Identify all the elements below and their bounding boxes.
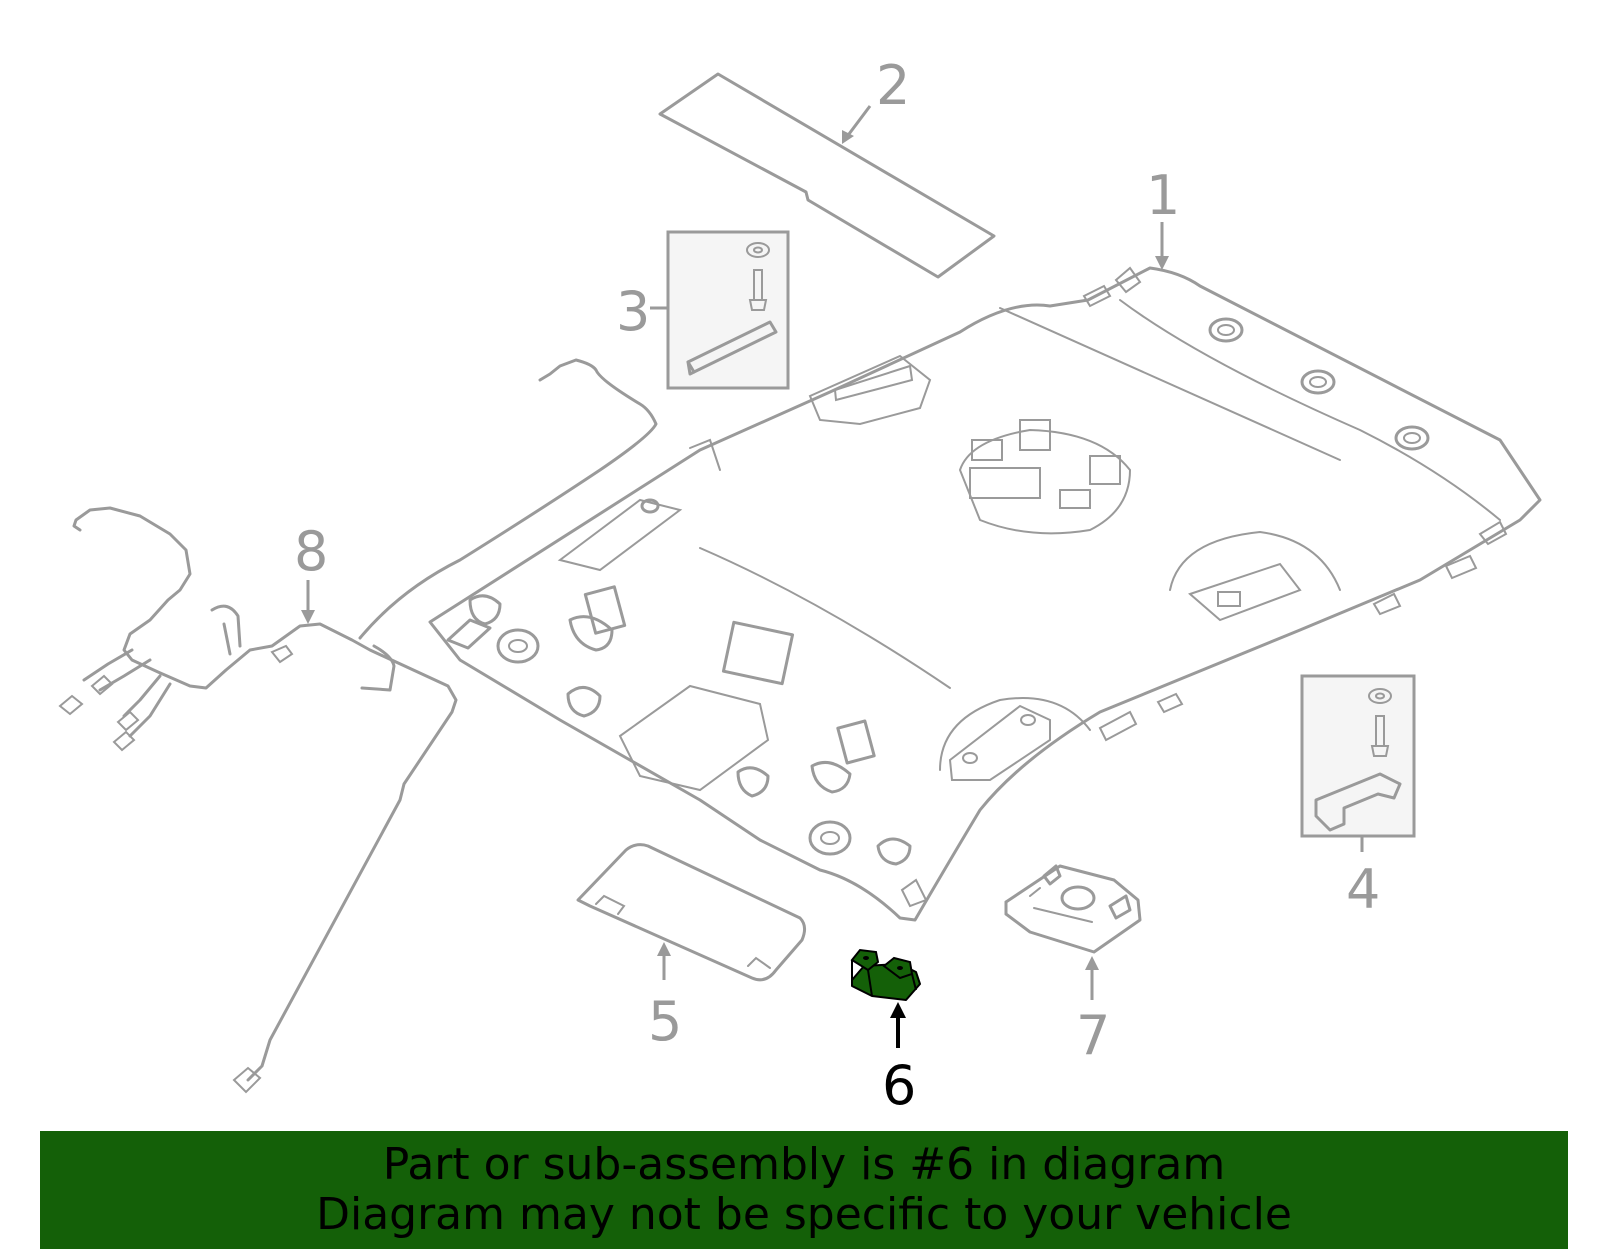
part-5-sun-visor: [576, 843, 807, 982]
callout-4: 4: [1346, 858, 1380, 921]
callout-5: 5: [648, 990, 682, 1053]
part-6-highlighted: [850, 948, 921, 1001]
callout-8: 8: [294, 520, 328, 583]
banner-line-1: Part or sub-assembly is #6 in diagram: [382, 1139, 1226, 1190]
callout-6: 6: [882, 1054, 916, 1117]
callout-3: 3: [616, 280, 650, 343]
callout-2: 2: [876, 54, 910, 117]
part-2-trim-strip: [658, 72, 996, 279]
part-4-grab-handle-box: [1300, 674, 1416, 838]
arrowhead-1: [1155, 256, 1169, 270]
arrowhead-7: [1085, 956, 1099, 970]
arrowhead-2: [842, 130, 854, 144]
arrowhead-5: [657, 942, 671, 956]
info-banner: Part or sub-assembly is #6 in diagram Di…: [40, 1131, 1568, 1249]
callout-1: 1: [1146, 164, 1180, 227]
part-7-dome-lamp: [1004, 864, 1142, 954]
callout-7: 7: [1076, 1004, 1110, 1067]
leader-2: [844, 105, 872, 139]
part-8-wiring-harness: [58, 358, 658, 1094]
arrowhead-6: [890, 1002, 906, 1018]
part-1-headliner: [428, 266, 1542, 922]
part-3-bracket-box: [666, 230, 790, 390]
banner-line-2: Diagram may not be specific to your vehi…: [316, 1189, 1292, 1240]
arrowhead-8: [301, 610, 315, 624]
